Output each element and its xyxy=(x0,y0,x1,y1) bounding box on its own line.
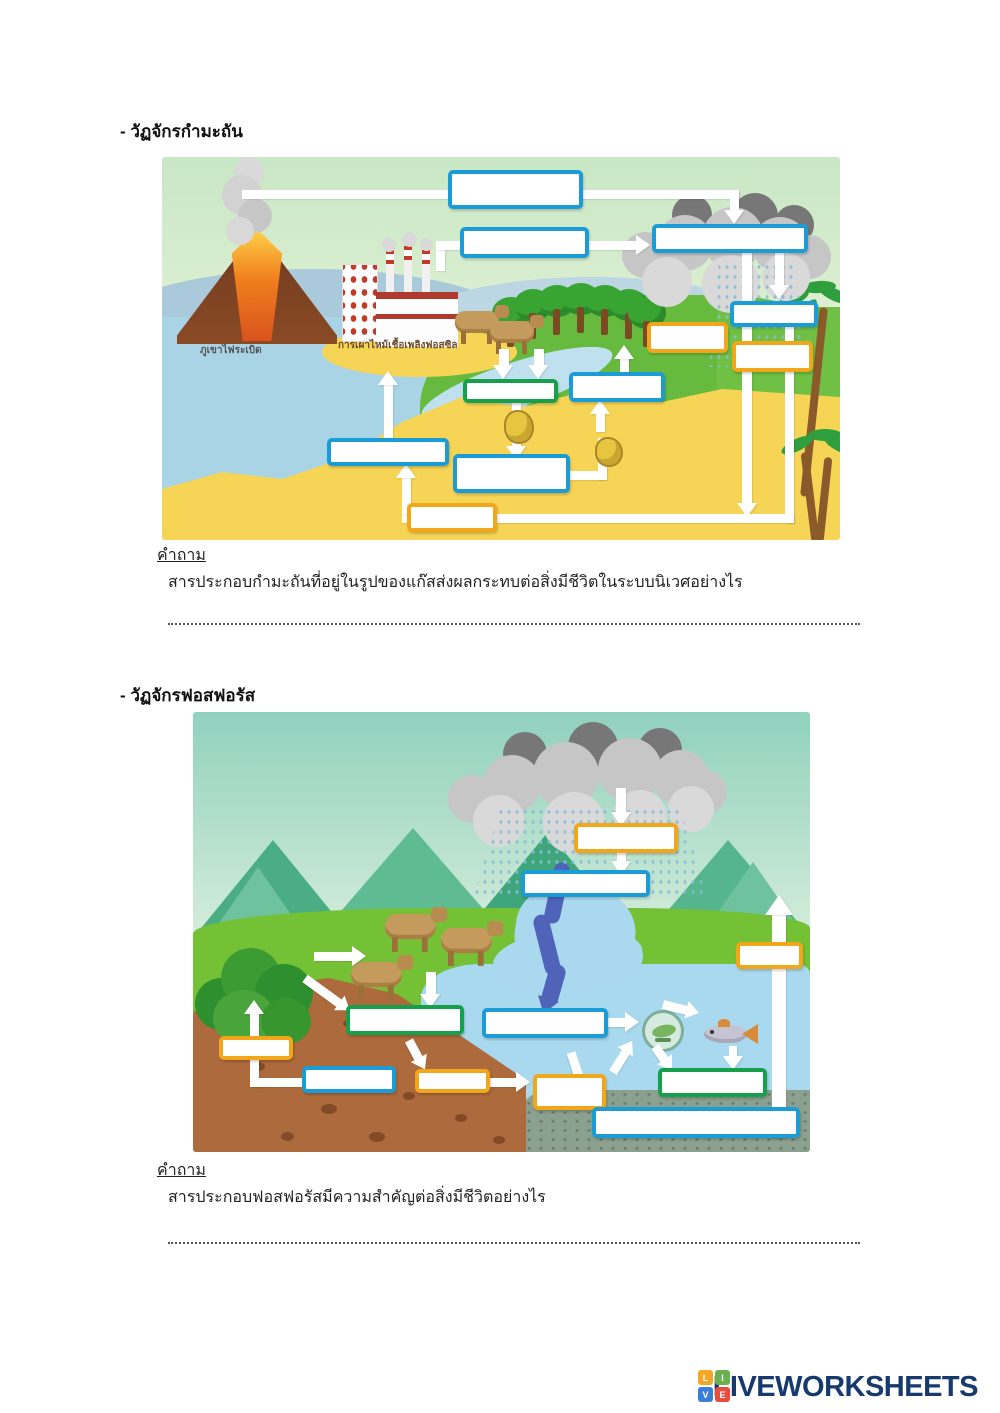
sulfur-question-label: คำถาม xyxy=(157,547,206,564)
answer-box-phosphorus-1[interactable] xyxy=(574,823,678,853)
phosphorus-cycle-heading: - วัฏจักรฟอสฟอรัส xyxy=(120,686,256,705)
answer-box-phosphorus-4[interactable] xyxy=(346,1005,464,1035)
flow-arrowhead xyxy=(737,503,757,517)
sulfur-cycle-heading: - วัฏจักรกำมะถัน xyxy=(120,122,243,141)
sulfur-rock xyxy=(595,437,623,467)
brand-text: LIVEWORKSHEETS xyxy=(712,1370,979,1403)
answer-box-sulfur-4[interactable] xyxy=(730,301,818,327)
flow-arrow xyxy=(596,412,605,432)
flow-arrow xyxy=(250,1078,304,1087)
phosphorus-answer-line[interactable] xyxy=(168,1242,860,1244)
flow-arrow xyxy=(729,1046,737,1058)
phosphorus-question-label: คำถาม xyxy=(157,1162,206,1179)
flow-arrow xyxy=(314,952,354,961)
flow-arrowhead xyxy=(625,1012,639,1032)
plankton-illustration xyxy=(642,1010,684,1052)
sulfur-answer-line[interactable] xyxy=(168,623,860,625)
flow-arrow xyxy=(616,788,626,814)
flow-arrowhead xyxy=(636,235,650,255)
answer-box-phosphorus-9[interactable] xyxy=(533,1074,606,1110)
flow-arrow xyxy=(436,247,445,271)
flow-arrow xyxy=(402,514,794,523)
flow-arrowhead xyxy=(378,371,398,385)
soil-stone xyxy=(455,1114,467,1122)
answer-box-phosphorus-2[interactable] xyxy=(521,870,650,897)
answer-box-sulfur-8[interactable] xyxy=(569,372,665,402)
flow-arrowhead xyxy=(493,365,513,379)
flow-arrow xyxy=(772,914,786,1138)
answer-box-sulfur-2[interactable] xyxy=(460,227,589,258)
flow-arrow xyxy=(730,190,739,212)
flow-arrow xyxy=(384,385,393,438)
flow-arrow xyxy=(742,253,752,505)
flow-arrowhead xyxy=(723,1056,743,1070)
flow-arrowhead xyxy=(614,345,634,359)
soil-stone xyxy=(403,1092,415,1100)
flow-arrow xyxy=(250,1058,259,1087)
answer-box-sulfur-1[interactable] xyxy=(448,170,583,209)
volcano-smoke xyxy=(226,217,254,245)
soil-stone xyxy=(493,1136,505,1144)
footer-brand: L I V E LIVEWORKSHEETS xyxy=(698,1366,979,1408)
flow-arrow xyxy=(617,853,626,863)
soil-stone xyxy=(321,1104,337,1114)
answer-box-sulfur-6[interactable] xyxy=(732,341,813,372)
flow-arrow xyxy=(785,327,794,523)
flow-arrow xyxy=(534,349,544,367)
answer-box-phosphorus-6[interactable] xyxy=(219,1036,293,1060)
flow-arrow xyxy=(250,1013,259,1036)
factory-label: การเผาไหม้เชื้อเพลิงฟอสซิล xyxy=(338,340,458,351)
answer-box-sulfur-5[interactable] xyxy=(647,322,728,353)
flow-arrowhead xyxy=(420,994,440,1008)
flow-arrow xyxy=(775,253,784,287)
answer-box-sulfur-9[interactable] xyxy=(327,438,449,466)
soil-stone xyxy=(369,1132,385,1142)
answer-box-phosphorus-11[interactable] xyxy=(592,1107,800,1138)
flow-arrow xyxy=(608,1018,628,1027)
flow-arrowhead xyxy=(590,400,610,414)
flow-arrowhead xyxy=(769,285,789,299)
flow-arrowhead xyxy=(765,895,793,915)
flow-arrowhead xyxy=(611,812,631,826)
flow-arrowhead xyxy=(528,365,548,379)
cow-illustration xyxy=(455,305,509,345)
flow-arrow xyxy=(402,478,411,514)
flow-arrowhead xyxy=(516,1072,530,1092)
sulfur-cycle-diagram: ภูเขาไฟระเบิด การเผาไหม้เชื้อเพลิงฟอสซิล xyxy=(162,157,840,540)
answer-box-phosphorus-3[interactable] xyxy=(736,942,803,969)
flow-arrow xyxy=(620,357,629,373)
answer-box-phosphorus-10[interactable] xyxy=(658,1068,767,1097)
cow-illustration xyxy=(490,315,544,355)
flow-arrowhead xyxy=(244,1000,264,1014)
flow-arrow xyxy=(570,471,604,480)
sulfur-rock xyxy=(504,410,534,444)
answer-box-phosphorus-8[interactable] xyxy=(415,1069,490,1093)
flow-arrow xyxy=(512,440,521,448)
flow-arrowhead xyxy=(396,464,416,478)
answer-box-sulfur-3[interactable] xyxy=(652,224,808,253)
volcano-label: ภูเขาไฟระเบิด xyxy=(200,345,262,356)
flow-arrowhead xyxy=(352,946,366,966)
flow-arrow xyxy=(512,403,521,411)
cow-illustration xyxy=(385,907,448,953)
answer-box-sulfur-7[interactable] xyxy=(463,379,558,403)
liveworksheets-logo-icon: L I V E xyxy=(698,1370,730,1404)
cow-illustration xyxy=(351,955,414,1001)
factory-illustration xyxy=(342,232,460,347)
cow-illustration xyxy=(441,921,504,967)
flow-arrow xyxy=(490,1078,518,1087)
flow-arrow xyxy=(426,972,436,996)
phosphorus-cycle-diagram xyxy=(193,712,810,1152)
fish-illustration xyxy=(704,1018,762,1050)
answer-box-sulfur-11[interactable] xyxy=(407,503,497,532)
sulfur-question: สารประกอบกำมะถันที่อยู่ในรูปของแก๊สส่งผล… xyxy=(168,574,743,591)
answer-box-sulfur-10[interactable] xyxy=(453,454,570,493)
flow-arrowhead xyxy=(724,210,744,224)
phosphorus-question: สารประกอบฟอสฟอรัสมีความสำคัญต่อสิ่งมีชีว… xyxy=(168,1189,546,1206)
answer-box-phosphorus-7[interactable] xyxy=(302,1066,396,1093)
soil-stone xyxy=(281,1132,294,1141)
flow-arrow xyxy=(499,349,509,367)
answer-box-phosphorus-5[interactable] xyxy=(482,1008,608,1038)
